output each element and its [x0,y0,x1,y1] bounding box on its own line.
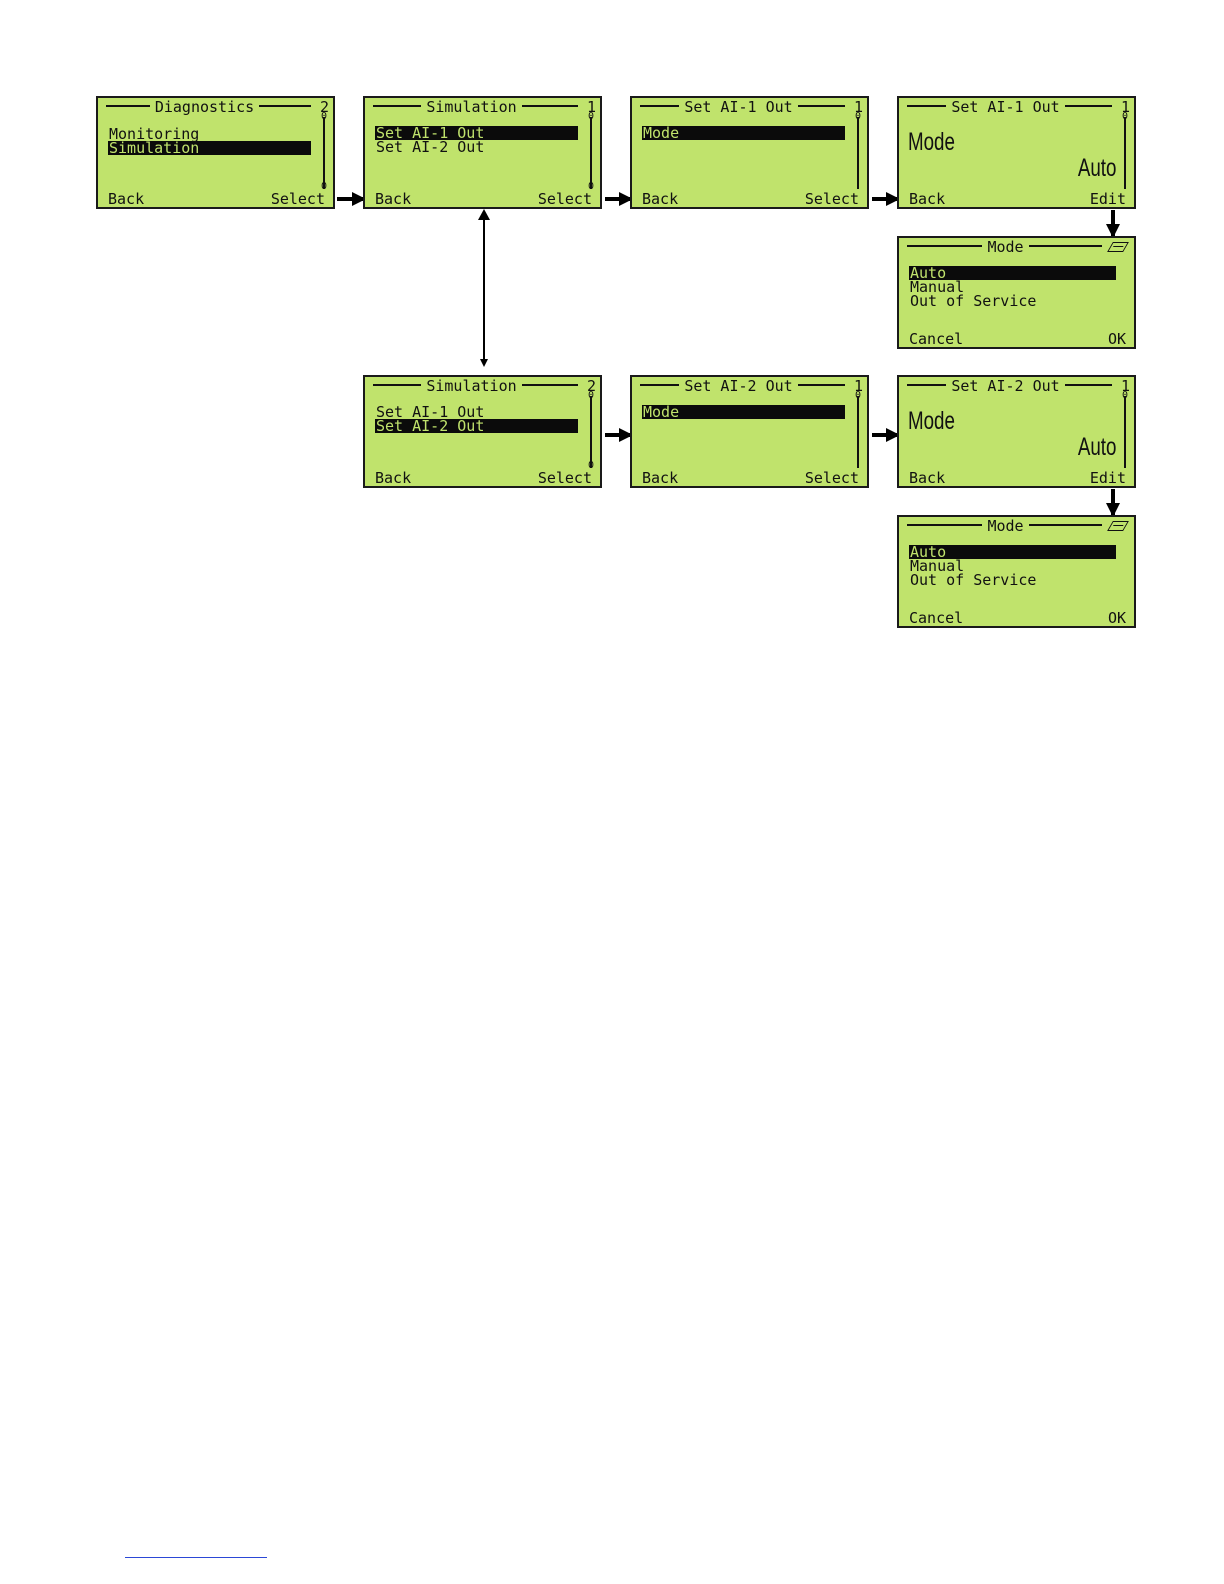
simulation-screen-page1: Simulation 1 0 0 Set AI-1 Out Set AI-2 O… [363,96,602,209]
page-number: 1 [1117,98,1130,116]
scroll-bottom-marker: 0 [587,181,594,192]
screen-title-bar: Set AI-2 Out [640,377,859,395]
screen-title-bar: Set AI-2 Out [907,377,1126,395]
screen-title-bar: Mode [907,517,1126,535]
screen-title: Simulation [421,98,522,116]
option-out-of-service[interactable]: Out of Service [910,571,1037,589]
set-ai2-out-screen: Set AI-2 Out 1 0 Mode Back Select [630,375,869,488]
parameter-value: Auto [1077,433,1116,461]
set-ai1-out-screen: Set AI-1 Out 1 0 Mode Back Select [630,96,869,209]
page-number: 2 [316,98,329,116]
menu-item-mode[interactable]: Mode [642,405,845,420]
parameter-value: Auto [1077,154,1116,182]
scrollbar [590,117,592,189]
scroll-top-marker: 0 [854,390,861,401]
menu-item-set-ai1-out[interactable]: Set AI-1 Out [376,403,485,421]
cancel-softkey[interactable]: Cancel [909,330,964,348]
edit-softkey[interactable]: Edit [1089,190,1126,208]
select-softkey[interactable]: Select [537,190,592,208]
page-number: 1 [850,377,863,395]
parameter-name: Mode [908,128,955,156]
scrollbar [590,396,592,468]
screen-title: Mode [982,238,1029,256]
page-number: 1 [1117,377,1130,395]
set-ai2-out-mode-screen: Set AI-2 Out 1 0 Mode Auto Back Edit [897,375,1136,488]
page-number: 1 [850,98,863,116]
screen-title-bar: Simulation [373,377,592,395]
back-softkey[interactable]: Back [909,190,946,208]
scrollbar [857,117,859,189]
select-softkey[interactable]: Select [804,469,859,487]
menu-item-mode[interactable]: Mode [642,126,845,141]
select-softkey[interactable]: Select [270,190,325,208]
back-softkey[interactable]: Back [375,190,412,208]
back-softkey[interactable]: Back [375,469,412,487]
ok-softkey[interactable]: OK [1107,330,1126,348]
back-softkey[interactable]: Back [108,190,145,208]
menu-item-simulation[interactable]: Simulation [108,141,311,156]
option-out-of-service[interactable]: Out of Service [910,292,1037,310]
screen-title: Simulation [421,377,522,395]
menu-item-set-ai1-out[interactable]: Set AI-1 Out [375,126,578,141]
parameter-name: Mode [908,407,955,435]
screen-title: Set AI-2 Out [679,377,798,395]
screen-title: Set AI-2 Out [946,377,1065,395]
screen-title-bar: Set AI-1 Out [907,98,1126,116]
screen-title-bar: Set AI-1 Out [640,98,859,116]
screen-title-bar: Mode [907,238,1126,256]
option-manual[interactable]: Manual [910,278,965,296]
screen-title: Set AI-1 Out [946,98,1065,116]
edit-softkey[interactable]: Edit [1089,469,1126,487]
mode-select-screen-ai2: Mode Auto Manual Out of Service Cancel O… [897,515,1136,628]
select-softkey[interactable]: Select [804,190,859,208]
mode-select-screen-ai1: Mode Auto Manual Out of Service Cancel O… [897,236,1136,349]
scrollbar [857,396,859,468]
option-auto[interactable]: Auto [909,545,1116,560]
screen-title: Diagnostics [149,98,260,116]
scrollbar [323,117,325,189]
scroll-top-marker: 0 [1121,390,1128,401]
cancel-softkey[interactable]: Cancel [909,609,964,627]
select-softkey[interactable]: Select [537,469,592,487]
screen-title-bar: Diagnostics [106,98,325,116]
ok-softkey[interactable]: OK [1107,609,1126,627]
page-number: 1 [583,98,596,116]
scroll-top-marker: 0 [1121,111,1128,122]
scrollbar [1124,396,1126,468]
scroll-bottom-marker: 0 [320,181,327,192]
menu-item-set-ai2-out[interactable]: Set AI-2 Out [375,419,578,434]
menu-item-monitoring[interactable]: Monitoring [109,125,200,143]
scroll-top-marker: 0 [587,111,594,122]
page-number: 2 [583,377,596,395]
footnote-separator-line [125,1557,267,1558]
screen-title-bar: Simulation [373,98,592,116]
scrollbar [1124,117,1126,189]
back-softkey[interactable]: Back [642,469,679,487]
set-ai1-out-mode-screen: Set AI-1 Out 1 0 Mode Auto Back Edit [897,96,1136,209]
option-auto[interactable]: Auto [909,266,1116,281]
scroll-top-marker: 0 [320,111,327,122]
scroll-top-marker: 0 [587,390,594,401]
scroll-bottom-marker: 0 [587,460,594,471]
screen-title: Mode [982,517,1029,535]
back-softkey[interactable]: Back [642,190,679,208]
diagnostics-screen: Diagnostics 2 0 0 Monitoring Simulation … [96,96,335,209]
screen-title: Set AI-1 Out [679,98,798,116]
option-manual[interactable]: Manual [910,557,965,575]
menu-item-set-ai2-out[interactable]: Set AI-2 Out [376,138,485,156]
scroll-top-marker: 0 [854,111,861,122]
simulation-screen-page2: Simulation 2 0 0 Set AI-1 Out Set AI-2 O… [363,375,602,488]
back-softkey[interactable]: Back [909,469,946,487]
